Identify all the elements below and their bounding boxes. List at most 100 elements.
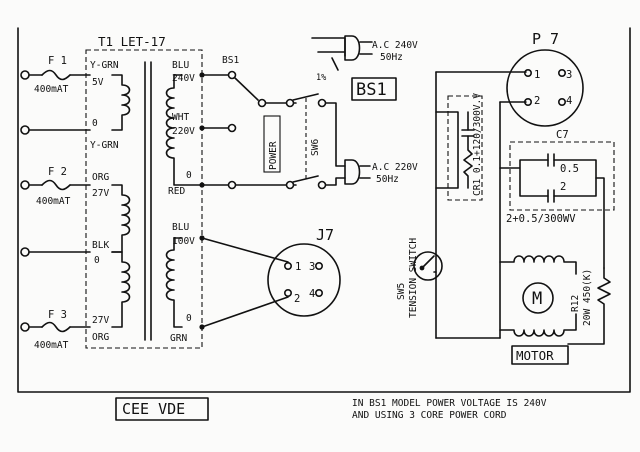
fuse-f2-rating: 400mAT [36, 196, 71, 207]
tension-switch-label: TENSION SWITCH [408, 238, 419, 318]
terminal-0 [20, 125, 30, 135]
ac240-hz: 50Hz [380, 52, 403, 63]
svg-text:1: 1 [534, 69, 540, 81]
fuse-f2-name: F 2 [48, 166, 67, 178]
ac240-label: A.C 240V [372, 40, 418, 51]
tap-wht: WHT [172, 112, 189, 123]
cr1-label: CR1 0.1+120/300V.V [472, 93, 483, 196]
bs1-small-label: BS1 [222, 55, 239, 66]
tap-blu-1: BLU [172, 60, 189, 71]
tap-ygrn-bot: Y-GRN [90, 140, 119, 151]
outer-frame-line [17, 27, 631, 393]
ac220-hz: 50Hz [376, 174, 399, 185]
tap-240v: 240V [172, 73, 195, 84]
plug-ac240: A.C 240V 50Hz 1% BS1 [311, 35, 418, 101]
tap-220v: 220V [172, 126, 195, 137]
tap-27v-a: 27V [92, 188, 109, 199]
motor-symbol: M [532, 289, 542, 309]
primary-coils [111, 74, 131, 328]
terminal-f1 [20, 70, 30, 80]
tap-0-b: 0 [94, 255, 100, 266]
fuse-f3-symbol [41, 321, 71, 333]
wire-power-plug-a [325, 102, 346, 167]
connector-p7: P 7 1 3 2 4 [506, 30, 584, 127]
svg-text:2: 2 [534, 95, 540, 107]
footer-note-1: IN BS1 MODEL POWER VOLTAGE IS 240V [352, 398, 547, 409]
j7-label: J7 [316, 226, 334, 244]
r12-label: R12 [570, 295, 581, 312]
fuse-f1: F 1 400mAT [20, 55, 91, 95]
motor-label: MOTOR [516, 348, 554, 363]
svg-text:4: 4 [309, 288, 315, 300]
bs1-box [351, 77, 397, 101]
tap-org-top: ORG [92, 172, 109, 183]
tap-org-bot: ORG [92, 332, 109, 343]
footer-note-2: AND USING 3 CORE POWER CORD [352, 410, 507, 421]
svg-text:2: 2 [294, 293, 300, 305]
plug-ac220: A.C 220V 50Hz [344, 159, 418, 185]
tap-100v: 100V [172, 236, 195, 247]
resistor-r12: R12 20W 450(K) [567, 267, 611, 345]
tap-5v: 5V [92, 77, 104, 88]
transformer-box [85, 49, 203, 349]
tap-27v-b: 27V [92, 315, 109, 326]
cee-vde-label: CEE VDE [122, 400, 185, 418]
p7-label: P 7 [532, 30, 559, 48]
transformer-core [144, 61, 152, 341]
terminal-f3 [20, 322, 30, 332]
c7-label: C7 [556, 129, 569, 141]
bs1-contact-220 [227, 123, 237, 133]
tap-grn: GRN [170, 333, 187, 344]
bs1-contact-240 [227, 70, 237, 80]
svg-text:3: 3 [309, 261, 315, 273]
fuse-f2-symbol [41, 179, 71, 191]
tap-0-d: 0 [186, 313, 192, 324]
ac240-percent: 1% [316, 73, 326, 83]
wire-100v-j7 [201, 237, 289, 263]
cee-vde-box [115, 397, 209, 421]
fuse-f3-rating: 400mAT [34, 340, 69, 351]
terminal-f2 [20, 180, 30, 190]
tap-0-a: 0 [92, 118, 98, 129]
fuse-f1-symbol [41, 69, 71, 81]
svg-text:4: 4 [566, 95, 572, 107]
r12-value: 20W 450(K) [582, 269, 593, 326]
c7-value-1: 0.5 [560, 163, 579, 175]
sw5-label: SW5 [396, 283, 407, 300]
sw6-label: SW6 [310, 139, 321, 156]
c7-value-2: 2 [560, 181, 566, 193]
fuse-f3-name: F 3 [48, 309, 67, 321]
tap-red: RED [168, 186, 185, 197]
capacitor-c7: C7 0.5 2 2+0.5/300WV [499, 129, 615, 269]
tap-ygrn-top: Y-GRN [90, 60, 119, 71]
tap-0-c: 0 [186, 170, 192, 181]
wire-0-j7 [201, 296, 289, 328]
svg-text:1: 1 [295, 261, 301, 273]
fuse-f2: F 2 400mAT [20, 166, 91, 207]
terminal-blk [20, 247, 30, 257]
c7-rating: 2+0.5/300WV [506, 213, 576, 225]
transformer-label: T1 LET-17 [98, 34, 166, 49]
cr1-snubber: CR1 0.1+120/300V.V [435, 93, 483, 201]
power-label-box [263, 115, 281, 173]
bs1-contact-0 [227, 180, 237, 190]
power-label: POWER [268, 141, 279, 170]
svg-text:3: 3 [566, 69, 572, 81]
fuse-f1-name: F 1 [48, 55, 67, 67]
ac220-label: A.C 220V [372, 162, 418, 173]
wire-power-plug-b [325, 177, 346, 186]
tension-switch-sw5[interactable]: SW5 TENSION SWITCH [396, 238, 443, 318]
bs1-common [257, 98, 267, 108]
fuse-f1-rating: 400mAT [34, 84, 69, 95]
bs1-box-label: BS1 [356, 80, 387, 100]
tap-blk: BLK [92, 240, 109, 251]
bs1-lever [234, 77, 259, 101]
secondary-coils [165, 74, 201, 328]
connector-j7: J7 1 3 2 4 [267, 226, 341, 317]
motor: M MOTOR [499, 255, 577, 365]
power-switch-sw6[interactable]: POWER SW6 [263, 93, 327, 190]
fuse-f3: F 3 400mAT [20, 309, 91, 351]
tap-blu-2: BLU [172, 222, 189, 233]
